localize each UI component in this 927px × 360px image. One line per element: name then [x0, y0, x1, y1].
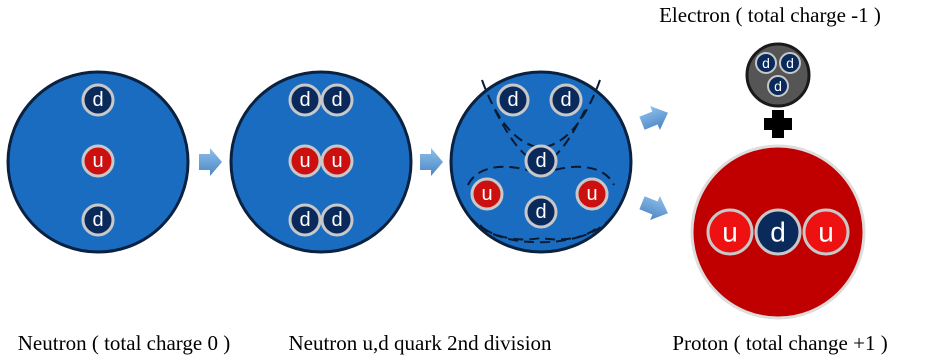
plus-icon [764, 110, 792, 138]
svg-text:d: d [299, 89, 310, 111]
svg-text:d: d [770, 217, 786, 248]
neutron-circle-2: d d u u d d [229, 70, 413, 254]
arrow-right-icon [199, 148, 222, 176]
svg-text:d: d [535, 150, 546, 172]
up-quark: u [706, 208, 754, 256]
svg-text:u: u [331, 150, 342, 172]
svg-text:d: d [299, 209, 310, 231]
up-quark: u [575, 177, 609, 211]
division-label: Neutron u,d quark 2nd division [288, 331, 552, 355]
down-quark: d [767, 75, 789, 97]
down-quark: d [755, 52, 777, 74]
up-quark: u [288, 144, 322, 178]
svg-text:u: u [299, 150, 310, 172]
down-quark: d [288, 83, 322, 117]
electron-label: Electron ( total charge -1 ) [659, 3, 881, 27]
svg-text:d: d [331, 89, 342, 111]
svg-text:u: u [586, 183, 597, 205]
svg-text:d: d [331, 209, 342, 231]
svg-text:u: u [92, 150, 103, 172]
arrow-up-right-icon [639, 105, 668, 131]
up-quark: u [470, 177, 504, 211]
svg-text:u: u [722, 217, 738, 248]
down-quark: d [754, 208, 802, 256]
down-quark: d [320, 203, 354, 237]
down-quark: d [320, 83, 354, 117]
up-quark: u [802, 208, 850, 256]
svg-text:d: d [786, 55, 794, 71]
svg-text:d: d [535, 201, 546, 223]
svg-text:d: d [507, 89, 518, 111]
svg-text:d: d [762, 55, 770, 71]
down-quark: d [81, 83, 115, 117]
arrow-down-right-icon [639, 195, 668, 221]
svg-text:u: u [818, 217, 834, 248]
up-quark: u [320, 144, 354, 178]
svg-text:d: d [92, 209, 103, 231]
proton-circle: u d u [690, 144, 866, 320]
down-quark: d [496, 83, 530, 117]
neutron-circle-1: d u d [6, 70, 190, 254]
up-quark: u [81, 144, 115, 178]
down-quark: d [81, 203, 115, 237]
down-quark: d [779, 52, 801, 74]
svg-text:d: d [774, 78, 782, 94]
down-quark: d [288, 203, 322, 237]
down-quark: d [524, 144, 558, 178]
neutron-label: Neutron ( total charge 0 ) [18, 331, 230, 355]
down-quark: d [549, 83, 583, 117]
down-quark: d [524, 195, 558, 229]
svg-text:d: d [92, 89, 103, 111]
electron-circle: d d d [745, 42, 811, 108]
proton-label: Proton ( total change +1 ) [672, 331, 887, 355]
arrow-right-icon [420, 148, 443, 176]
svg-text:d: d [560, 89, 571, 111]
neutron-circle-3: d d d u d u [449, 70, 633, 254]
svg-text:u: u [481, 183, 492, 205]
